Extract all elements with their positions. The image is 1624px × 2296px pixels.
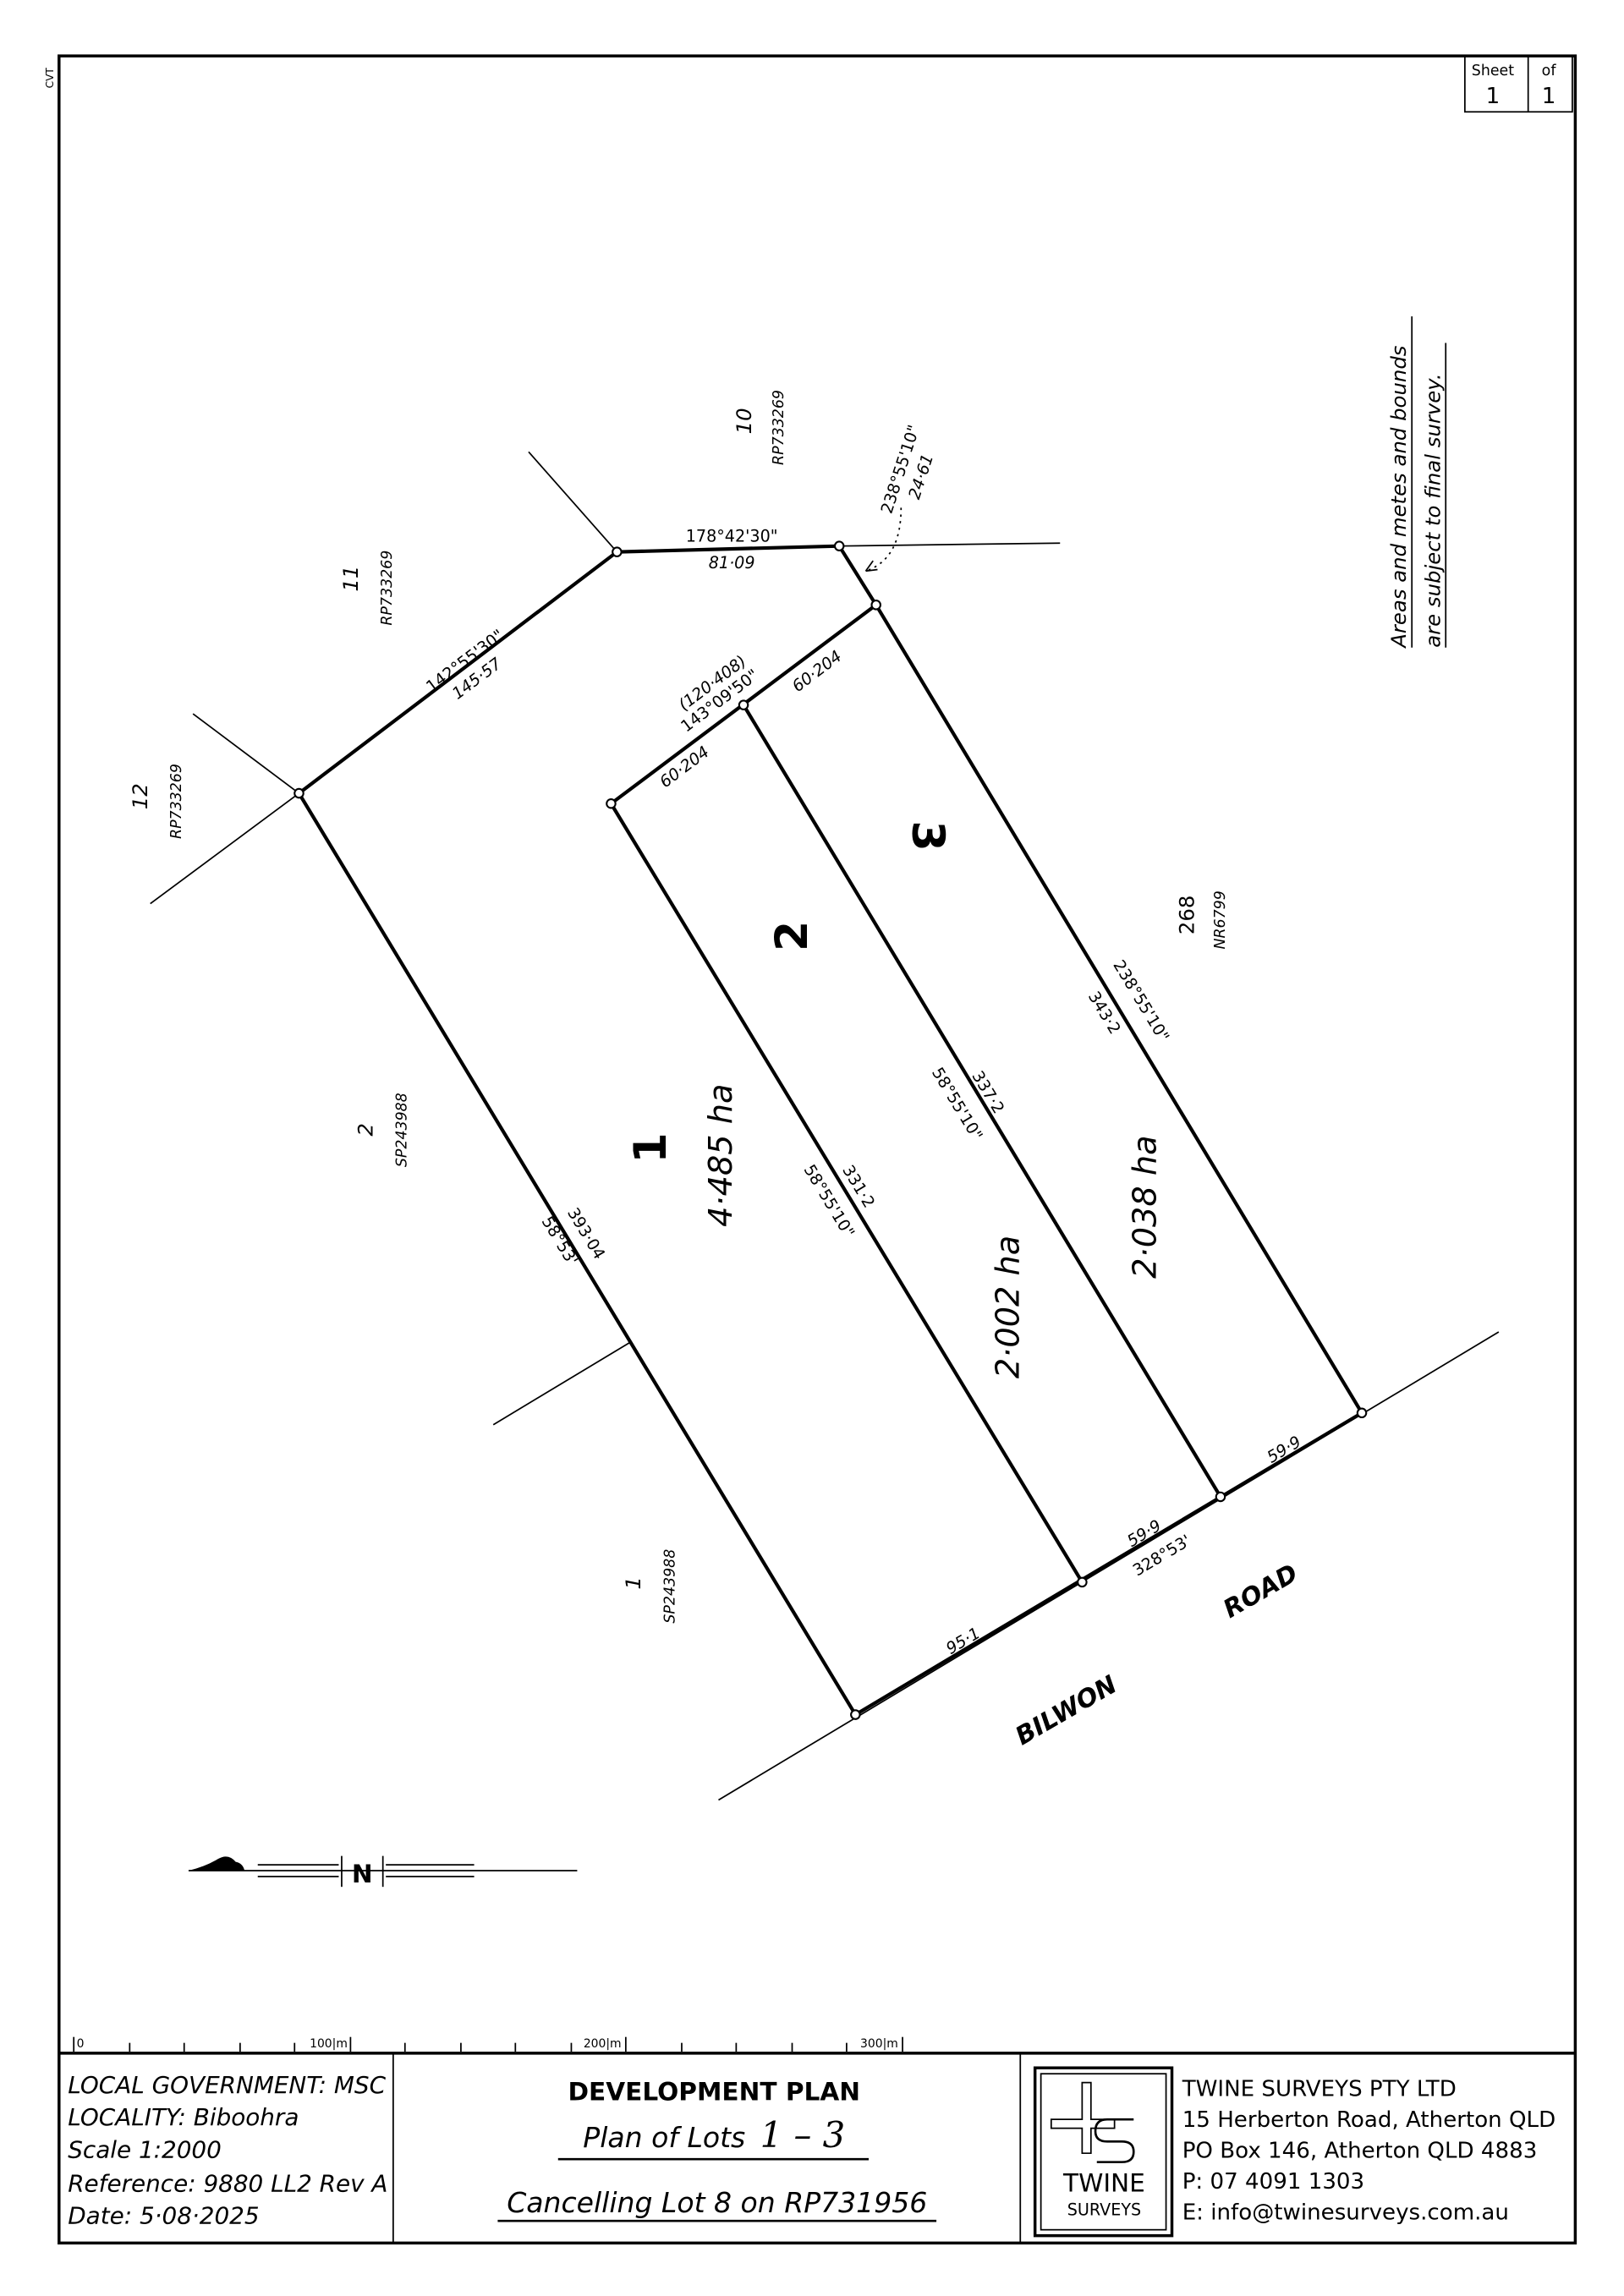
sheet-label: Sheet [1472,63,1514,79]
svg-text:SURVEYS: SURVEYS [1067,2200,1141,2219]
adjoining-boundaries [150,451,1500,1801]
svg-text:200|m: 200|m [584,2037,622,2051]
scale: Scale 1:2000 [68,2135,222,2163]
date: Date: 5·08·2025 [68,2202,259,2230]
reference: Reference: 9880 LL2 Rev A [68,2169,387,2197]
twine-logo: TWINE SURVEYS [1033,2066,1174,2238]
svg-text:RP733269: RP733269 [379,551,396,626]
survey-marks [294,540,1368,1720]
svg-text:100|m: 100|m [310,2037,348,2051]
survey-note: Areas and metes and bounds are subject t… [1386,316,1447,649]
address-line-1: 15 Herberton Road, Atherton QLD [1182,2107,1555,2133]
svg-text:268: 268 [1175,896,1199,935]
svg-text:178°42'30": 178°42'30" [686,526,778,545]
svg-text:343·2: 343·2 [1084,988,1125,1038]
lot-3-number: 3 [902,820,952,851]
svg-text:59·9: 59·9 [1264,1432,1304,1467]
svg-text:1: 1 [621,1576,645,1590]
cancelling: Cancelling Lot 8 on RP731956 [507,2186,927,2219]
phone: P: 07 4091 1303 [1182,2169,1364,2195]
lot-1-number: 1 [626,1132,677,1163]
lot-2-area: 2·002 ha [990,1236,1028,1378]
margin-code: CVT [44,68,56,89]
svg-text:12: 12 [128,783,152,809]
lot-labels: 1 4·485 ha 2 2·002 ha 3 2·038 ha [626,820,1165,1378]
svg-text:10: 10 [732,408,756,434]
svg-text:337·2: 337·2 [968,1067,1008,1117]
svg-text:BILWON: BILWON [1011,1669,1122,1751]
company-name: TWINE SURVEYS PTY LTD [1182,2076,1457,2101]
svg-text:238°55'10": 238°55'10" [1109,956,1173,1045]
address-line-2: PO Box 146, Atherton QLD 4883 [1182,2138,1538,2163]
svg-text:300|m: 300|m [860,2037,898,2051]
svg-text:2: 2 [353,1123,377,1137]
email: E: info@twinesurveys.com.au [1182,2200,1509,2226]
svg-text:Areas and metes and bounds: Areas and metes and bounds [1386,345,1411,649]
svg-text:60·204: 60·204 [788,646,845,696]
title-block: LOCAL GOVERNMENT: MSC LOCALITY: Biboohra… [58,2052,1576,2244]
lot-boundaries [297,544,1364,1718]
north-arrow-icon: N [188,1855,578,1888]
of-label: of [1542,63,1557,79]
svg-text:TWINE: TWINE [1062,2168,1145,2197]
lot-2-number: 2 [767,921,818,951]
svg-text:N: N [352,1860,373,1888]
lot-1-area: 4·485 ha [702,1083,740,1226]
neighbour-labels: 10 RP733269 11 RP733269 12 RP733269 2 SP… [128,390,1229,1624]
svg-text:RP733269: RP733269 [168,764,185,839]
of-number: 1 [1542,84,1556,109]
sheet-box: Sheet 1 of 1 [1463,55,1573,113]
dimension-labels: 178°42'30" 81·09 142°55'30" 145·57 238°5… [422,423,1304,1658]
sheet-number: 1 [1486,84,1501,109]
sheet-border [58,54,1577,2245]
road-name: BILWON ROAD [1011,1559,1303,1751]
svg-text:11: 11 [338,566,363,592]
svg-text:0: 0 [77,2037,85,2051]
plan-title: DEVELOPMENT PLAN [568,2078,861,2107]
scale-bar: 0 100|m 200|m 300|m [73,2036,903,2052]
svg-text:SP243988: SP243988 [661,1549,678,1624]
locality: LOCALITY: Biboohra [68,2103,299,2131]
svg-text:81·09: 81·09 [709,553,755,573]
lot-3-area: 2·038 ha [1126,1135,1164,1278]
svg-text:are subject to final survey.: are subject to final survey. [1420,373,1445,647]
svg-text:RP733269: RP733269 [771,390,787,465]
svg-text:NR6799: NR6799 [1212,890,1229,949]
svg-text:ROAD: ROAD [1218,1559,1303,1624]
svg-text:SP243988: SP243988 [394,1093,411,1167]
local-government: LOCAL GOVERNMENT: MSC [68,2071,386,2099]
